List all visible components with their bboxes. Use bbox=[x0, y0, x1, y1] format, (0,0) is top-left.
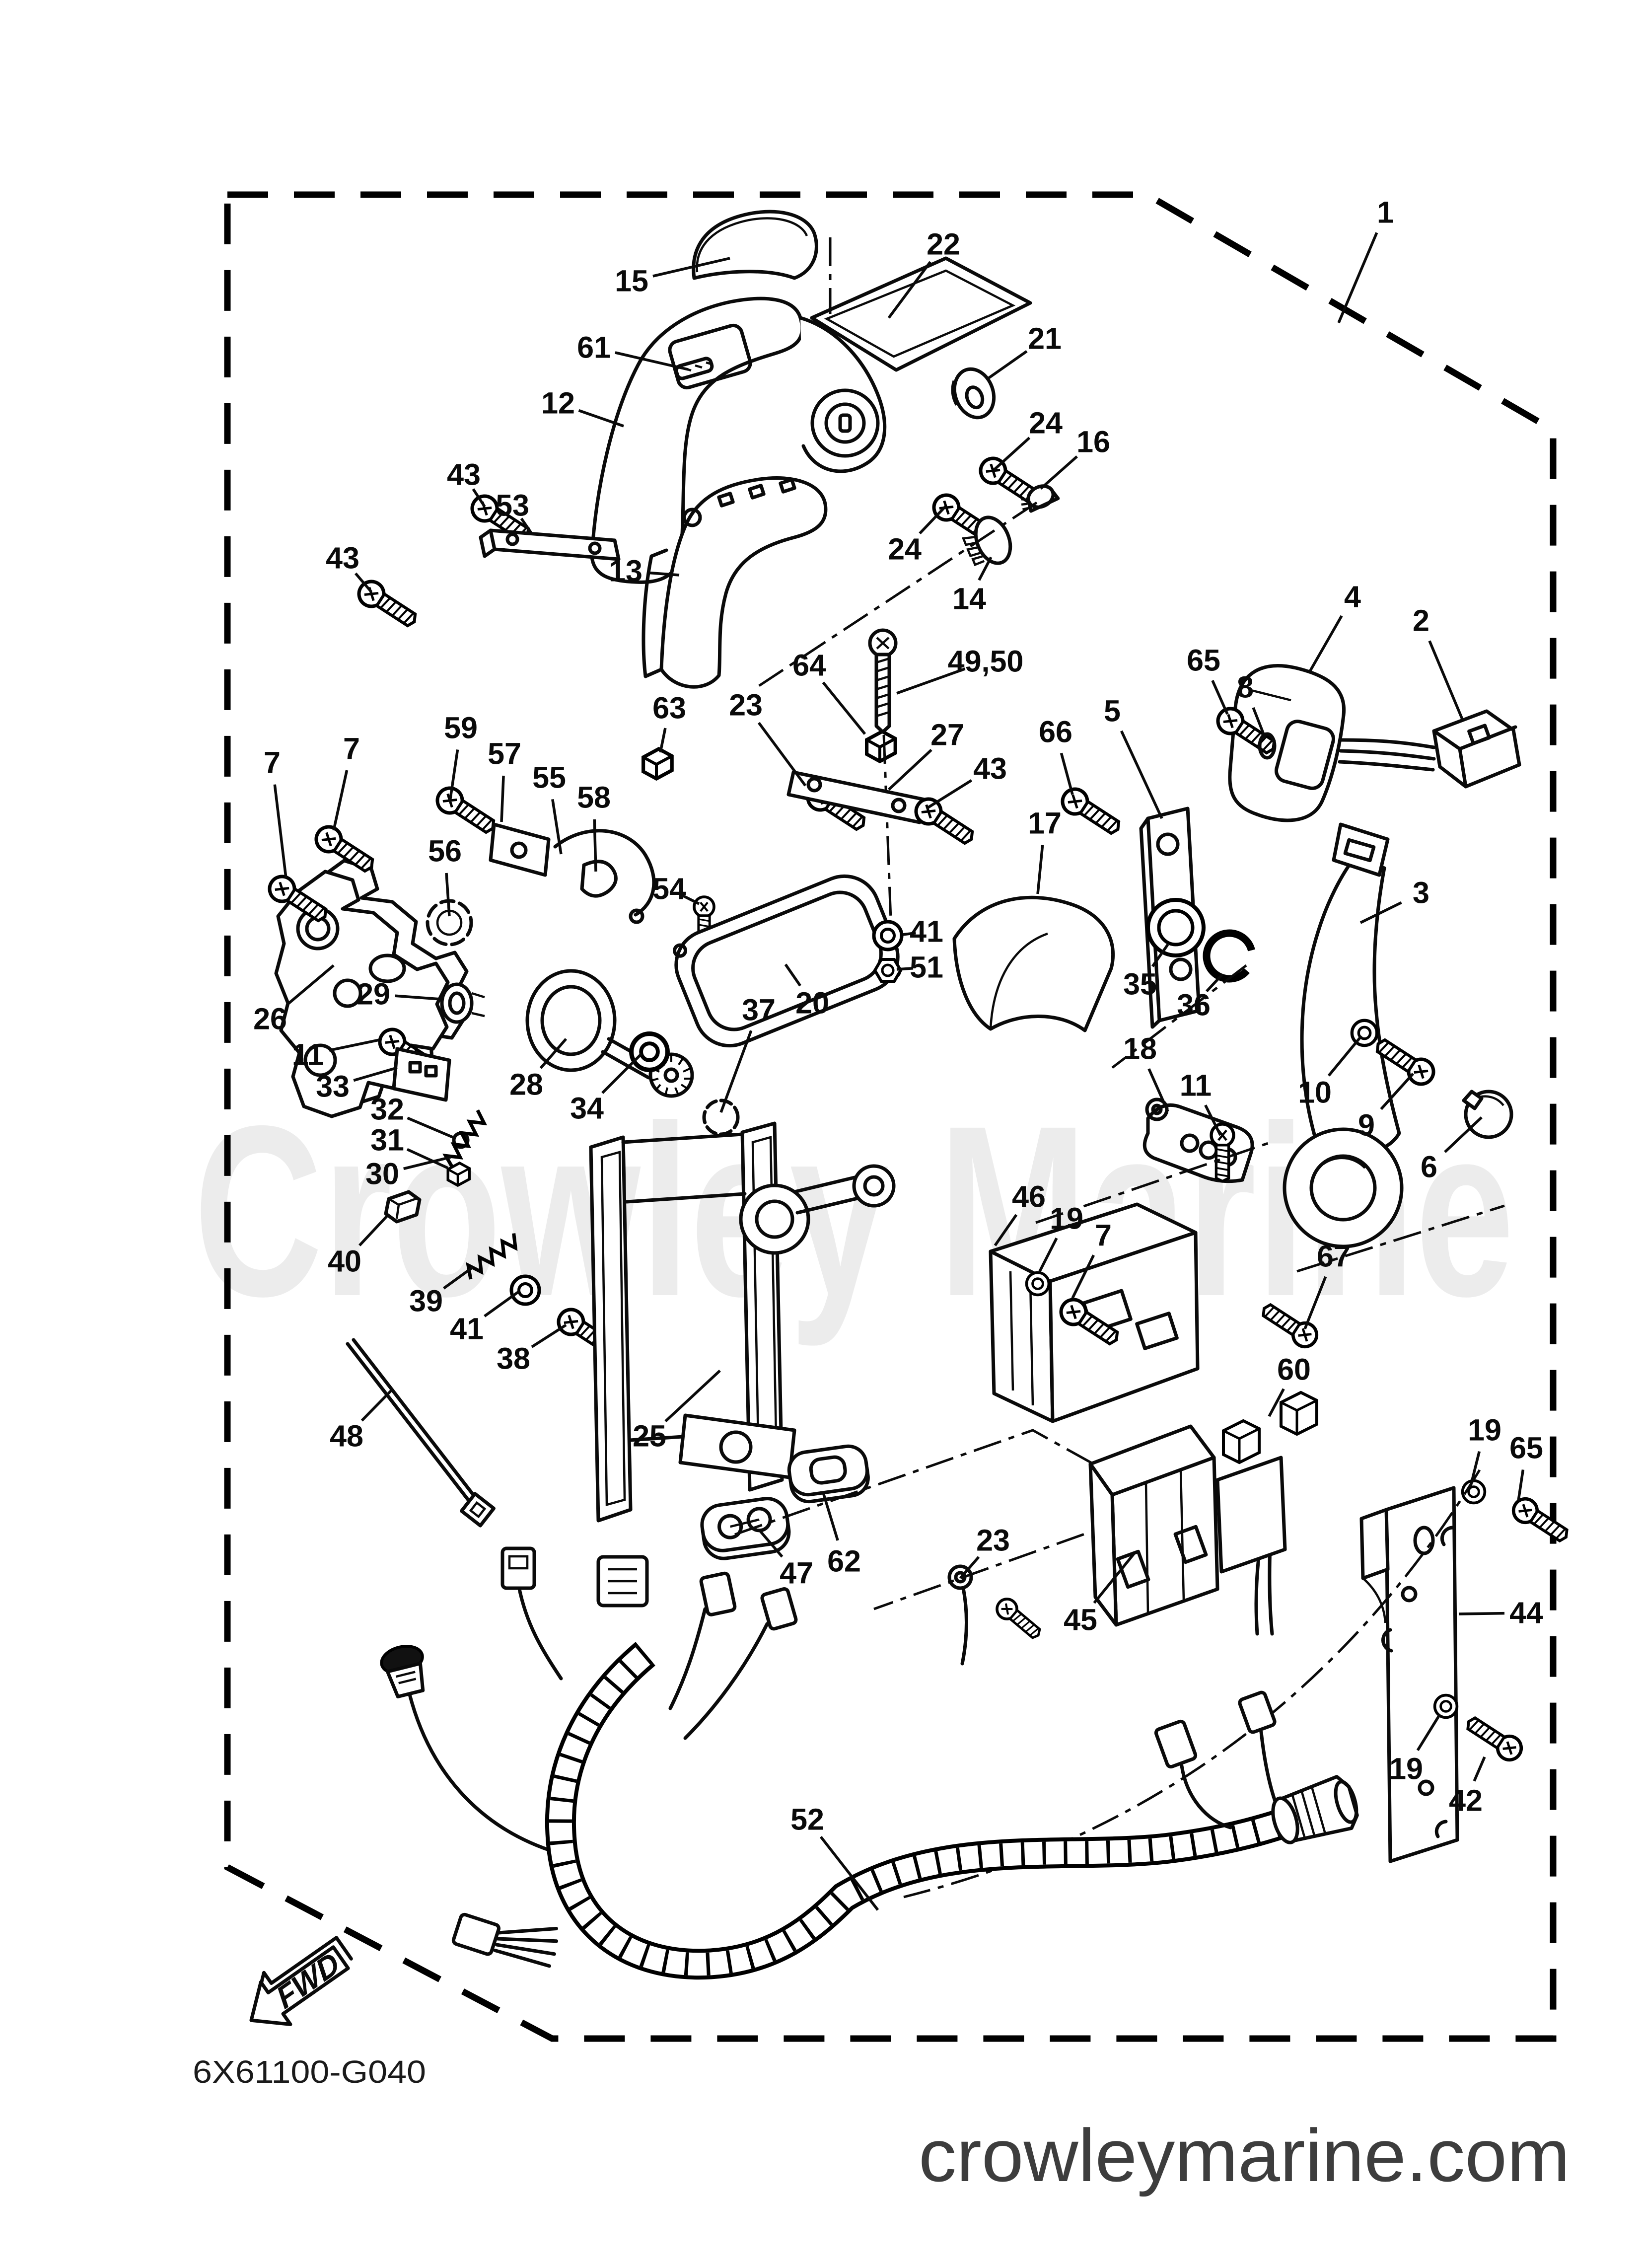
part-callout-1: 1 bbox=[1377, 195, 1394, 229]
housing-cover-art bbox=[354, 210, 1060, 691]
part-callout-43: 43 bbox=[973, 751, 1007, 786]
part-callout-29: 29 bbox=[357, 977, 390, 1011]
part-callout-19: 19 bbox=[1050, 1201, 1083, 1236]
mount-bracket-art bbox=[265, 783, 740, 1528]
wiring-harness-art bbox=[380, 1469, 1481, 1980]
part-callout-16: 16 bbox=[1076, 425, 1110, 459]
part-callout-7: 7 bbox=[264, 745, 281, 780]
part-callout-57: 57 bbox=[488, 736, 521, 771]
part-callout-66: 66 bbox=[1039, 715, 1072, 749]
part-callout-61: 61 bbox=[577, 330, 611, 365]
part-callout-40: 40 bbox=[328, 1244, 361, 1278]
part-callout-5: 5 bbox=[1104, 694, 1121, 728]
part-callout-67: 67 bbox=[1317, 1239, 1351, 1273]
part-callout-53: 53 bbox=[496, 488, 529, 522]
part-callout-33: 33 bbox=[316, 1069, 350, 1103]
part-callout-2: 2 bbox=[1413, 603, 1429, 638]
part-callout-30: 30 bbox=[365, 1157, 399, 1191]
part-callout-7: 7 bbox=[1095, 1218, 1112, 1252]
part-callout-41: 41 bbox=[910, 914, 943, 949]
part-callout-10: 10 bbox=[1298, 1075, 1332, 1109]
part-callout-6: 6 bbox=[1421, 1150, 1437, 1184]
part-callout-11: 11 bbox=[291, 1037, 324, 1072]
part-callout-19: 19 bbox=[1389, 1752, 1423, 1786]
part-callout-58: 58 bbox=[577, 780, 611, 814]
part-callout-3: 3 bbox=[1413, 876, 1429, 910]
part-callout-26: 26 bbox=[253, 1002, 287, 1036]
part-callout-23: 23 bbox=[729, 688, 763, 722]
part-callout-22: 22 bbox=[927, 227, 960, 261]
control-lever-art bbox=[952, 664, 1521, 1248]
part-code: 6X61100-G040 bbox=[193, 2054, 426, 2090]
part-callout-11: 11 bbox=[1179, 1068, 1212, 1102]
part-callout-19: 19 bbox=[1468, 1413, 1501, 1447]
part-callout-27: 27 bbox=[930, 718, 964, 752]
part-callout-59: 59 bbox=[444, 711, 478, 745]
part-callout-25: 25 bbox=[633, 1419, 666, 1453]
part-callout-49,50: 49,50 bbox=[947, 644, 1024, 678]
part-callout-37: 37 bbox=[742, 993, 776, 1027]
part-callout-17: 17 bbox=[1028, 806, 1062, 840]
part-callout-38: 38 bbox=[497, 1341, 530, 1376]
part-callout-60: 60 bbox=[1277, 1352, 1311, 1387]
fwd-arrow: FWD bbox=[249, 1936, 353, 2026]
part-callout-63: 63 bbox=[652, 691, 686, 725]
part-callout-44: 44 bbox=[1509, 1596, 1543, 1630]
part-callout-64: 64 bbox=[792, 648, 826, 682]
part-callout-31: 31 bbox=[370, 1123, 404, 1157]
part-callout-41: 41 bbox=[450, 1312, 484, 1346]
part-callout-7: 7 bbox=[343, 732, 360, 766]
part-callout-21: 21 bbox=[1028, 321, 1062, 356]
part-callout-9: 9 bbox=[1358, 1108, 1375, 1142]
part-callout-18: 18 bbox=[1123, 1031, 1157, 1066]
part-callout-36: 36 bbox=[1177, 988, 1211, 1022]
part-callout-8: 8 bbox=[1237, 670, 1254, 704]
website-url[interactable]: crowleymarine.com bbox=[919, 2114, 1570, 2197]
part-callout-13: 13 bbox=[609, 554, 643, 588]
leader-lines bbox=[273, 232, 1525, 1911]
part-callout-28: 28 bbox=[509, 1067, 543, 1101]
part-callout-35: 35 bbox=[1123, 967, 1157, 1001]
part-callout-14: 14 bbox=[952, 582, 986, 616]
part-callout-55: 55 bbox=[532, 760, 566, 795]
part-callout-52: 52 bbox=[790, 1802, 824, 1836]
part-callout-12: 12 bbox=[541, 386, 575, 420]
center-assembly-art bbox=[589, 628, 1170, 1666]
part-callout-47: 47 bbox=[780, 1556, 813, 1590]
part-callout-46: 46 bbox=[1012, 1179, 1046, 1214]
part-callout-48: 48 bbox=[330, 1419, 363, 1453]
part-callout-24: 24 bbox=[888, 532, 922, 566]
part-callout-62: 62 bbox=[827, 1544, 861, 1578]
part-callout-39: 39 bbox=[409, 1284, 443, 1318]
part-callout-51: 51 bbox=[910, 950, 943, 984]
part-callout-15: 15 bbox=[615, 264, 648, 298]
part-callout-24: 24 bbox=[1029, 406, 1063, 440]
part-callout-4: 4 bbox=[1344, 580, 1361, 614]
electrical-units-art bbox=[989, 1141, 1572, 1863]
part-callout-23: 23 bbox=[976, 1523, 1010, 1557]
part-callout-43: 43 bbox=[326, 541, 359, 575]
part-callout-43: 43 bbox=[447, 457, 481, 492]
dashed-border bbox=[224, 191, 1557, 2042]
part-callout-34: 34 bbox=[570, 1091, 604, 1125]
part-callout-32: 32 bbox=[370, 1092, 404, 1126]
part-callout-45: 45 bbox=[1064, 1603, 1097, 1637]
part-callout-42: 42 bbox=[1449, 1783, 1483, 1818]
part-callout-56: 56 bbox=[428, 834, 462, 868]
part-callout-20: 20 bbox=[795, 986, 829, 1020]
part-callout-65: 65 bbox=[1187, 643, 1220, 677]
part-callout-65: 65 bbox=[1509, 1431, 1543, 1465]
part-callout-54: 54 bbox=[652, 872, 686, 906]
